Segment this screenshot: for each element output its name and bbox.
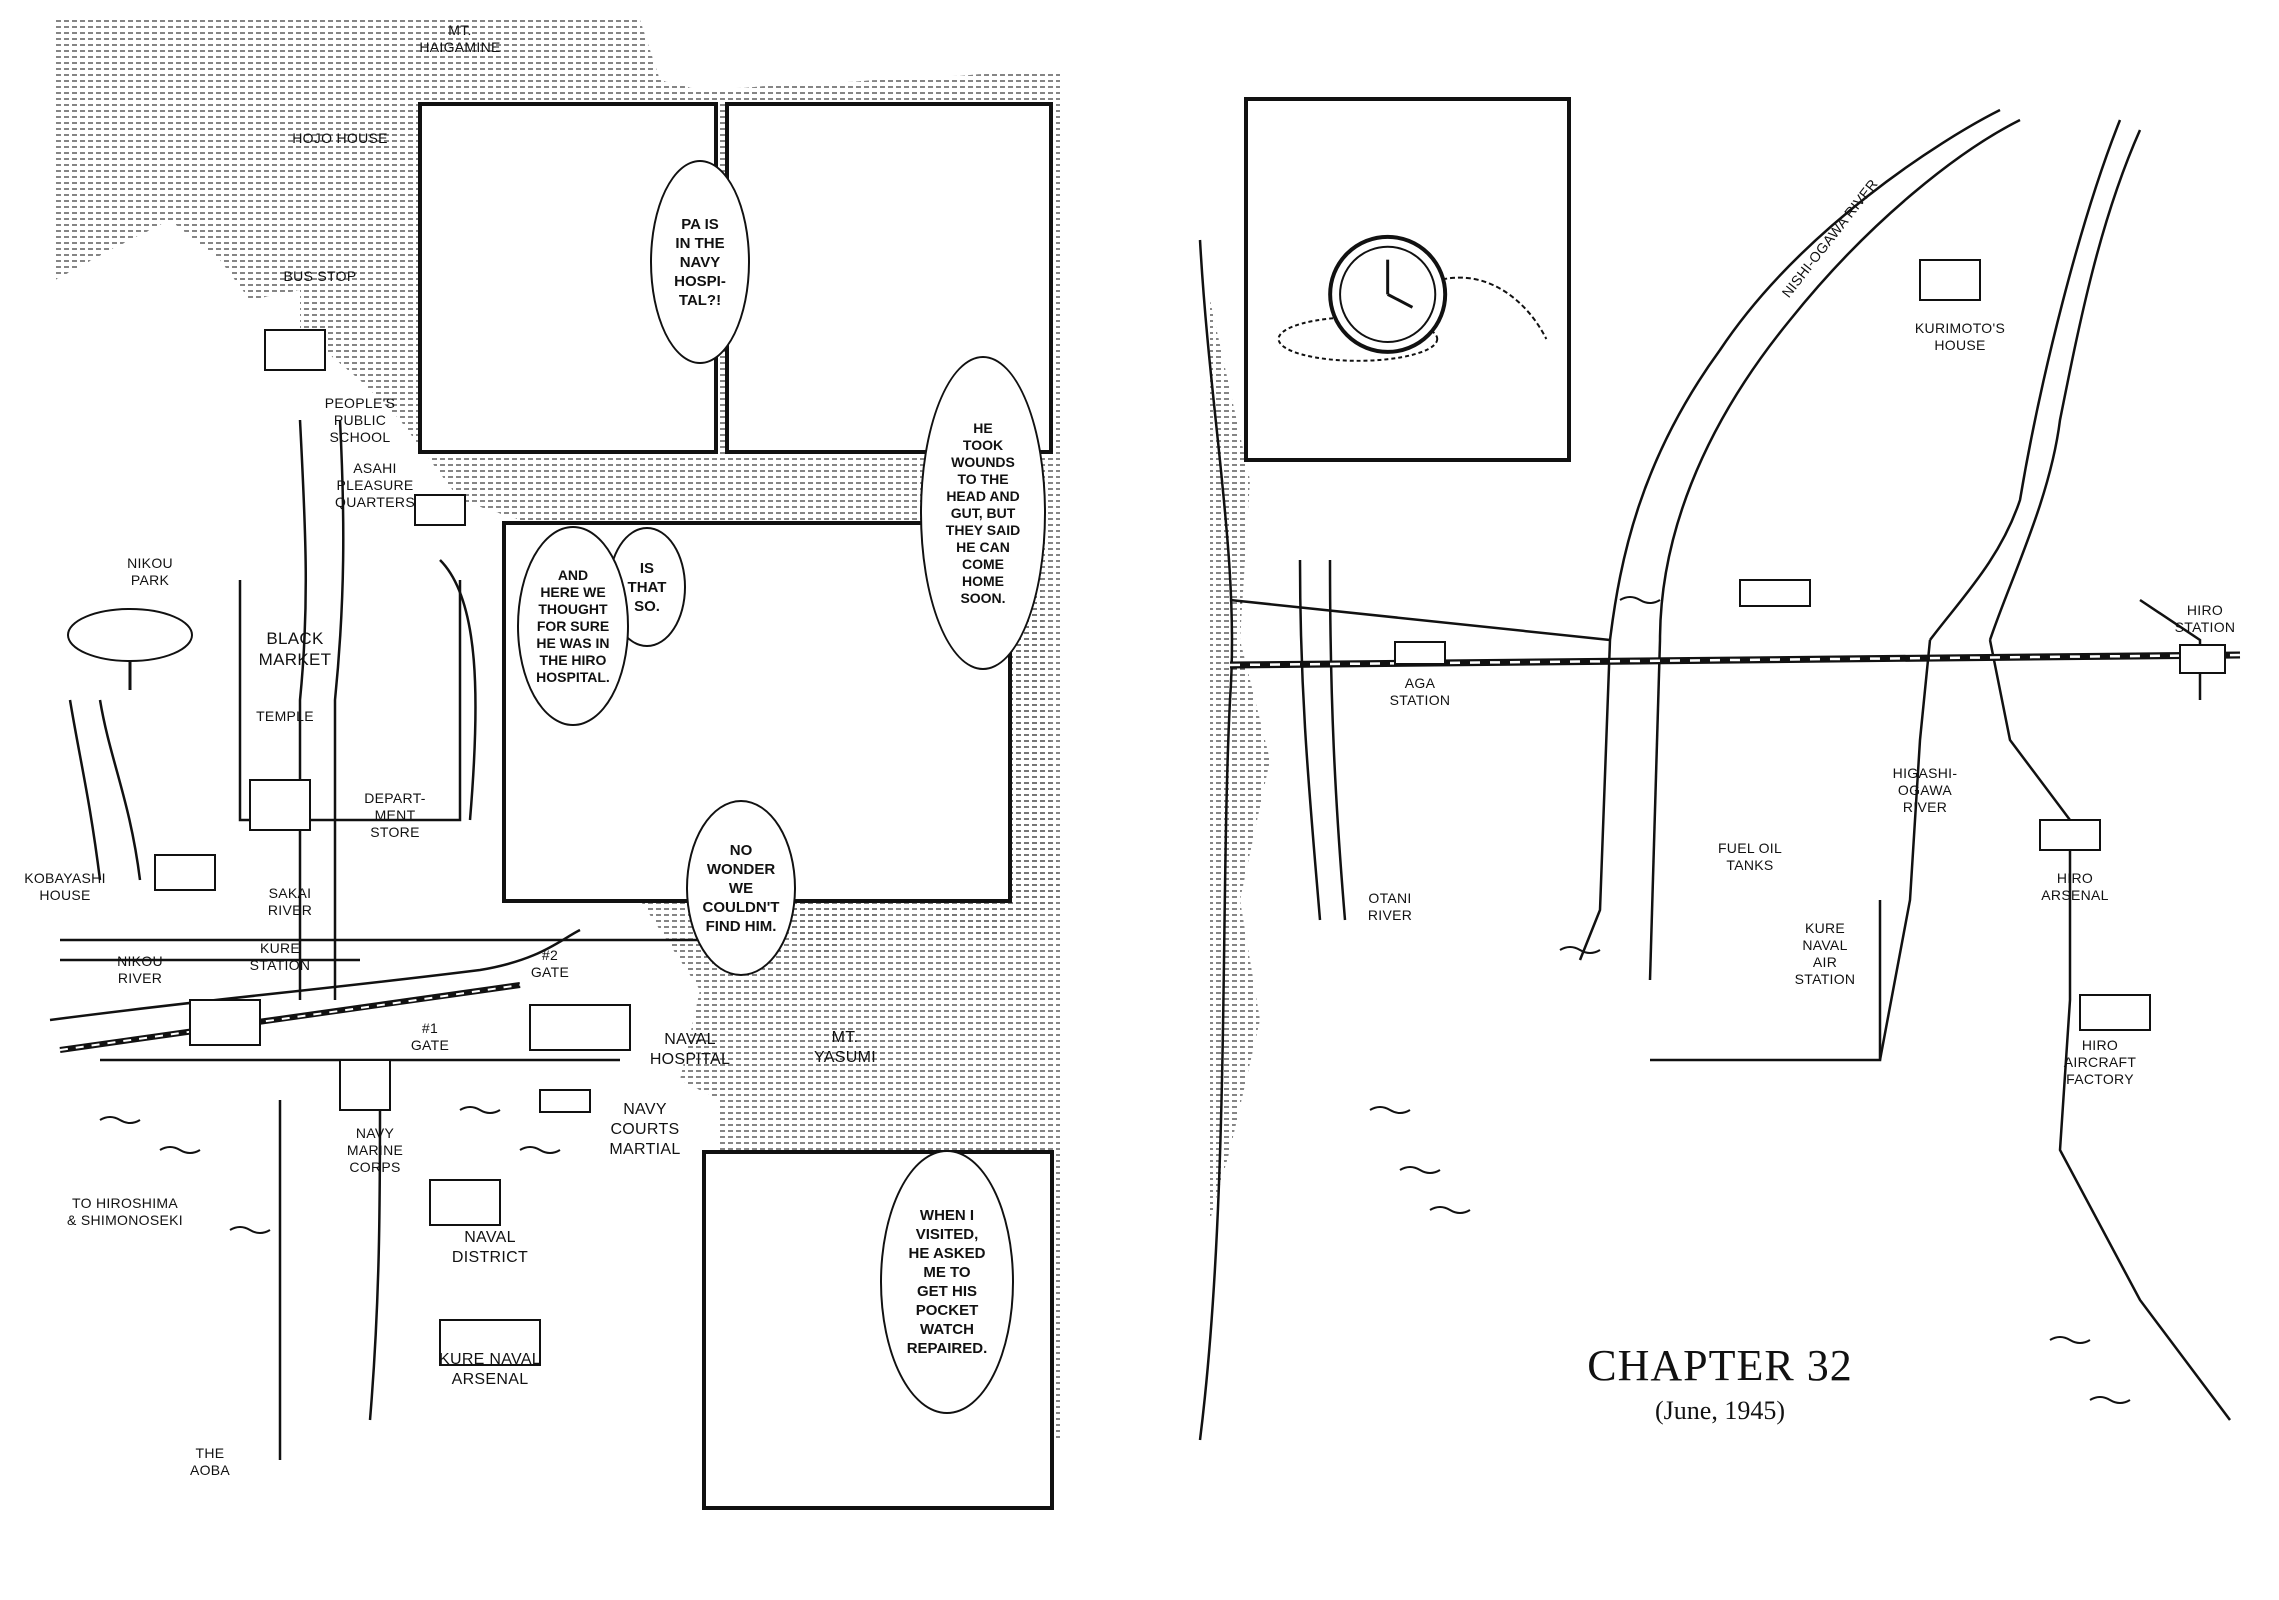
right-railway <box>1229 651 2241 669</box>
label-gate-2: #2 GATE <box>530 947 570 980</box>
label-temple: TEMPLE <box>256 708 314 724</box>
mountain-hatching-right <box>1210 300 1270 1220</box>
left-sea-waves <box>99 1106 561 1234</box>
label-aga-station: AGA STATION <box>1389 675 1451 708</box>
label-hojo-house: HOJO HOUSE <box>292 130 388 146</box>
label-naval-district: NAVAL DISTRICT <box>451 1229 529 1266</box>
label-higashi-ogawa-river: HIGASHI- OGAWA RIVER <box>1892 765 1958 815</box>
label-peoples-public-school: PEOPLE'S PUBLIC SCHOOL <box>324 395 396 445</box>
label-mt-yasumi: MT. YASUMI <box>814 1029 876 1066</box>
chapter-subtitle: (June, 1945) <box>1655 1396 1785 1425</box>
label-kurimotos-house: KURIMOTO'S HOUSE <box>1914 320 2006 353</box>
label-gate-1: #1 GATE <box>410 1020 450 1053</box>
label-asahi-pleasure-quarters: ASAHI PLEASURE QUARTERS <box>335 460 415 510</box>
label-otani-river: OTANI RIVER <box>1367 890 1413 923</box>
label-sakai-river: SAKAI RIVER <box>267 885 313 918</box>
park-tree <box>67 608 193 690</box>
speech-bubble-when-visited: WHEN I VISITED, HE ASKED ME TO GET HIS P… <box>880 1150 1014 1414</box>
label-hiro-station: HIRO STATION <box>2174 602 2236 635</box>
label-the-aoba: THE AOBA <box>189 1445 231 1478</box>
label-mt-haigamine: MT. HAIGAMINE <box>419 22 501 55</box>
label-navy-marine-corps: NAVY MARINE CORPS <box>346 1125 404 1175</box>
label-fuel-oil-tanks: FUEL OIL TANKS <box>1717 840 1783 873</box>
label-black-market: BLACK MARKET <box>258 629 332 669</box>
label-hiro-aircraft-factory: HIRO AIRCRAFT FACTORY <box>2063 1037 2137 1087</box>
left-railway <box>59 982 521 1053</box>
speech-bubble-no-wonder: NO WONDER WE COULDN'T FIND HIM. <box>686 800 796 976</box>
label-to-hiroshima: TO HIROSHIMA & SHIMONOSEKI <box>67 1195 183 1228</box>
label-navy-courts-martial: NAVY COURTS MARTIAL <box>609 1101 681 1158</box>
label-kure-naval-arsenal: KURE NAVAL ARSENAL <box>439 1351 541 1388</box>
panel-girl-walking <box>418 102 718 454</box>
right-buildings <box>1394 259 2226 1031</box>
left-buildings <box>154 329 631 1366</box>
label-naval-hospital: NAVAL HOSPITAL <box>649 1031 731 1068</box>
speech-bubble-here-we-thought: AND HERE WE THOUGHT FOR SURE HE WAS IN T… <box>517 526 629 726</box>
chapter-title: CHAPTER 32 <box>1587 1341 1853 1390</box>
label-bus-stop: BUS STOP <box>283 268 357 284</box>
label-kobayashi-house: KOBAYASHI HOUSE <box>24 870 106 903</box>
right-map-coast <box>1198 108 2231 1441</box>
label-nikou-river: NIKOU RIVER <box>117 953 163 986</box>
label-nikou-park: NIKOU PARK <box>127 555 173 588</box>
label-department-store: DEPART- MENT STORE <box>364 790 426 840</box>
label-hiro-arsenal: HIRO ARSENAL <box>2041 870 2109 903</box>
label-kure-station: KURE STATION <box>249 940 311 973</box>
right-sea-waves <box>1369 596 2131 1404</box>
panel-pocket-watch <box>1244 97 1571 462</box>
speech-bubble-took-wounds: HE TOOK WOUNDS TO THE HEAD AND GUT, BUT … <box>920 356 1046 670</box>
label-kure-naval-air-station: KURE NAVAL AIR STATION <box>1794 920 1856 987</box>
left-map-roads <box>49 419 700 1460</box>
speech-bubble-pa-navy: PA IS IN THE NAVY HOSPI- TAL?! <box>650 160 750 364</box>
pocket-watch-icon <box>1277 234 1548 362</box>
